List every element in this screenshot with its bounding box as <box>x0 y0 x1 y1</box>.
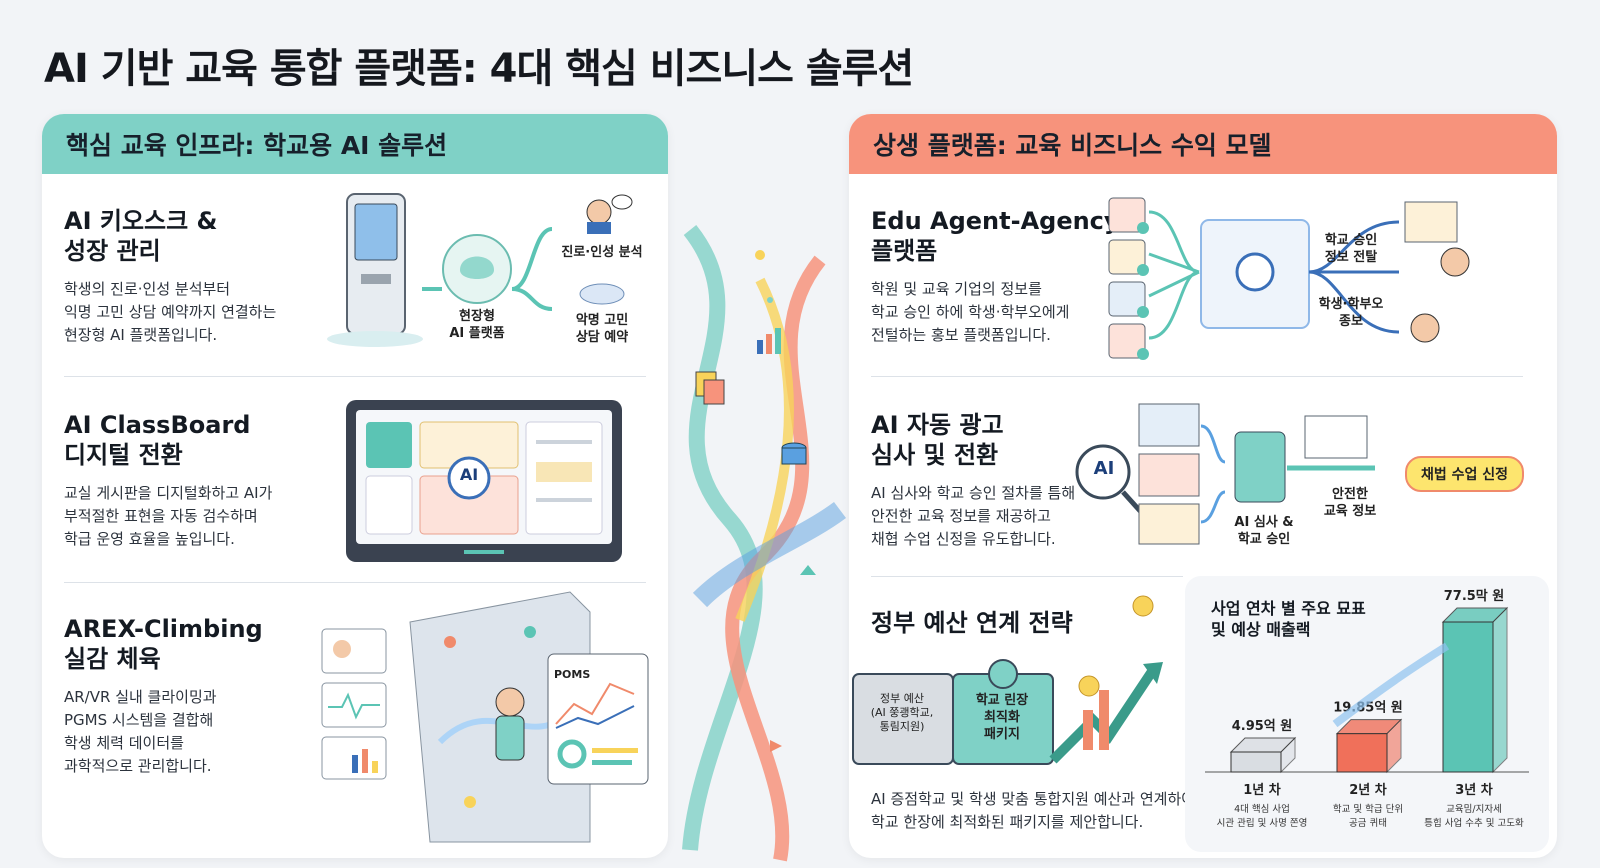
chart-bar <box>1335 718 1403 774</box>
chart-category-note: 학교 및 학급 단위 <box>1333 803 1403 815</box>
data-cards-icon <box>321 628 387 780</box>
right-panel: 상생 플랫폼: 교육 비즈니스 수익 모델 Edu Agent-Agency 플… <box>849 114 1557 858</box>
kiosk-bottom-label: 악명 고민 상담 예약 <box>575 313 629 345</box>
flow-arrows <box>422 227 553 311</box>
climbing-section: AREX-Climbing 실감 체육 AR/VR 실내 클라이밍과 PGMS … <box>64 614 263 778</box>
ad-ai-label: AI <box>1093 458 1115 479</box>
ad-review-desc: AI 심사와 학교 승인 절차를 틈해 안전한 교육 정보를 재공하고 채협 수… <box>871 484 1076 548</box>
chart-category-note: 시관 관립 및 사명 쫀영 <box>1217 817 1308 829</box>
cloud-icon <box>579 283 625 305</box>
puzzle-label-package: 학교 린장 최직화 패키지 <box>975 693 1029 742</box>
puzzle-icon <box>852 595 1163 765</box>
kiosk-icon <box>327 193 423 347</box>
right-panel-header: 상생 플랫폼: 교육 비즈니스 수익 모델 <box>849 114 1557 174</box>
chart-category-label: 2년 차 <box>1349 782 1387 798</box>
agency-label-a: 학교 승인 정보 전탈 <box>1324 233 1378 265</box>
climbing-title: AREX-Climbing 실감 체육 <box>64 615 263 673</box>
climbing-wall-icon <box>409 591 591 843</box>
classboard-section: AI ClassBoard 디지털 전환 교실 게시판을 디지털화하고 AI가 … <box>64 410 272 551</box>
divider <box>871 376 1523 377</box>
chart-category-label: 1년 차 <box>1243 782 1281 798</box>
chart-category-note: 교육밈/지자세 <box>1446 803 1502 815</box>
chart-category-note: 공금 퀴태 <box>1349 818 1387 829</box>
growth-arrow <box>1332 642 1450 728</box>
chart-value-label: 4.95억 원 <box>1232 719 1293 734</box>
counselor-icon <box>586 194 633 234</box>
chart-bar <box>1441 606 1509 774</box>
chart-category-note: 틍힙 사업 수추 및 고도화 <box>1424 817 1524 829</box>
agency-flow <box>1108 197 1470 360</box>
ad-review-flow <box>1075 403 1375 545</box>
chart-value-label: 77.5막 원 <box>1444 588 1505 604</box>
ad-review-section: AI 자동 광고 심사 및 전환 AI 심사와 학교 승인 절차를 틈해 안전한… <box>871 410 1075 551</box>
agency-desc: 학원 및 교육 기업의 정보를 학교 승인 하에 학생·학부오에게 전털하는 홍… <box>871 280 1070 344</box>
classboard-screen <box>346 400 622 562</box>
kiosk-top-label: 진로·인성 분석 <box>561 245 643 260</box>
poms-label: POMS <box>554 668 591 681</box>
budget-title: 정부 예산 연계 전략 <box>871 609 1073 637</box>
divider <box>871 576 1183 577</box>
agency-section: Edu Agent-Agency 플랫폼 학원 및 교육 기업의 정보를 학교 … <box>871 206 1120 347</box>
kiosk-center-label: 현장형 AI 플랫폼 <box>449 309 505 341</box>
agency-title: Edu Agent-Agency 플랫폼 <box>871 207 1120 265</box>
kiosk-desc: 학생의 진로·인성 분석부터 익명 고민 상담 예약까지 연결하는 현장형 AI… <box>64 280 277 344</box>
trial-class-button[interactable]: 채법 수업 신정 <box>1405 456 1525 492</box>
classboard-title: AI ClassBoard 디지털 전환 <box>64 411 251 469</box>
puzzle-label-budget: 정부 예산 (AI 쭝괭학교, 통림지원) <box>870 692 934 733</box>
budget-desc: AI 증점학교 및 학생 맞춤 통합지원 예산과 연계하여 학교 한장에 최적화… <box>871 790 1196 831</box>
chart-bar <box>1229 736 1297 774</box>
left-panel: 핵심 교육 인프라: 학교용 AI 솔루션 AI 키오스크 & 성장 관리 학생… <box>42 114 668 858</box>
page-title: AI 기반 교육 통합 플랫폼: 4대 핵심 비즈니스 솔루션 <box>44 46 914 92</box>
ad-review-label: AI 심사 & 학교 승인 <box>1234 515 1294 547</box>
chart-title: 사업 연차 별 주요 묘표 및 예상 매출랙 <box>1211 599 1366 639</box>
revenue-chart-card: 사업 연차 별 주요 묘표 및 예상 매출랙 4.95억 원 1년 차 4대 핵심 … <box>1185 576 1549 852</box>
poms-dashboard <box>547 653 649 785</box>
kiosk-section: AI 키오스크 & 성장 관리 학생의 진로·인성 분석부터 익명 고민 상담 … <box>64 206 276 347</box>
divider <box>64 376 646 377</box>
chart-category-label: 3년 차 <box>1455 782 1493 798</box>
ad-review-title: AI 자동 광고 심사 및 전환 <box>871 411 1004 469</box>
budget-section: 정부 예산 연계 전략 <box>871 608 1073 638</box>
kiosk-title: AI 키오스크 & 성장 관리 <box>64 207 218 265</box>
agency-label-b: 학생·학부오 종보 <box>1318 297 1384 329</box>
climbing-desc: AR/VR 실내 클라이밍과 PGMS 시스템을 결합해 학생 체력 데이터를 … <box>64 688 217 775</box>
classboard-desc: 교실 게시판을 디지털화하고 AI가 부적절한 표현을 자동 검수하며 학급 운… <box>64 484 273 548</box>
brain-icon <box>442 234 512 304</box>
chart-category-note: 4대 핵심 사업 <box>1234 803 1290 815</box>
divider <box>64 582 646 583</box>
classboard-ai-label: AI <box>459 465 479 484</box>
left-panel-header: 핵심 교육 인프라: 학교용 AI 솔루션 <box>42 114 668 174</box>
ad-safe-label: 안전한 교육 정보 <box>1323 487 1377 519</box>
